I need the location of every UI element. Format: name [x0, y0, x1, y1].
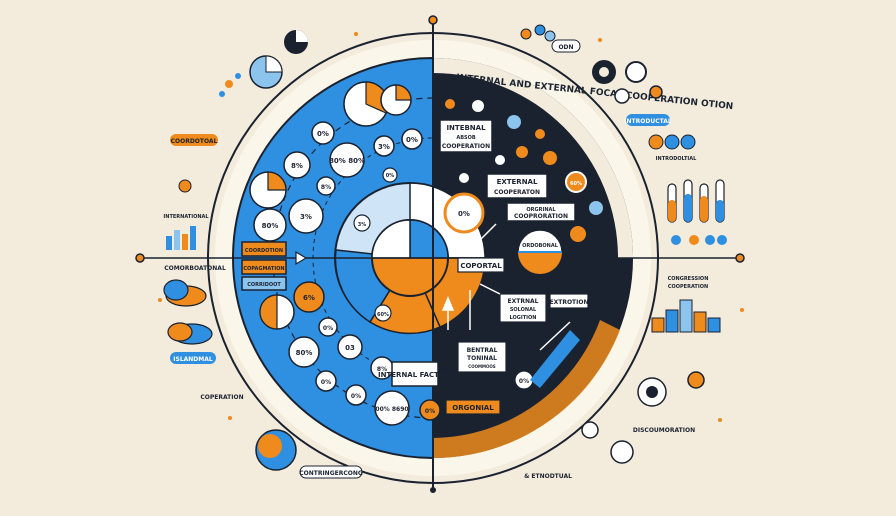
bubble-label: 80%: [262, 222, 279, 230]
right-arrows: [441, 223, 571, 351]
extrnal-line1: EXTRNAL: [508, 298, 539, 305]
left-boxes: COORDOTION COPAGMATION CORRIDOOT: [241, 241, 308, 291]
outer-right-mid: INTRODOLTIAL: [656, 156, 697, 162]
outer-left-lower: ISLANDMAL: [173, 356, 213, 363]
right-cream-band: [433, 58, 633, 258]
external-coop-line1: EXTERNAL: [497, 178, 538, 186]
right-orgrinal-coop: ORGRINAL COOPRORATION: [506, 202, 576, 222]
right-orange-dot: [565, 171, 587, 193]
outer-left-bottom: COPERATION: [200, 394, 243, 401]
right-orange-dot-label: 60%: [570, 181, 582, 187]
orgonial-box: [445, 399, 501, 415]
right-internal-coop: INTEBNAL ABSOB COOPERATION: [439, 119, 493, 153]
sparkles: [158, 32, 744, 422]
outer-left-footer: CONTRINGERCONG: [299, 470, 363, 477]
right-orange-band: [433, 320, 620, 459]
bentral-line2: TONINAL: [467, 355, 497, 362]
right-orange-circle: ORDOBONAL: [517, 229, 563, 275]
percent-badge: 0%: [458, 210, 470, 218]
bubble-label: 0%: [317, 130, 329, 138]
orgonial-label: ORGONIAL: [452, 404, 494, 412]
right-dots: [445, 99, 603, 242]
bubble-label: 0%: [323, 325, 333, 332]
bubble-label: 80% 80%: [329, 157, 365, 165]
extrnal-line3: LOGITION: [510, 315, 537, 321]
right-extrnal-solonal: EXTRNAL SOLONAL LOGITION: [499, 293, 547, 323]
external-coop-line2: COOPERATON: [494, 189, 540, 196]
bubble-label: 3%: [378, 143, 390, 151]
left-pie-charts: [249, 81, 412, 330]
outer-top-badge: ODN: [558, 44, 573, 51]
right-small-label: 0%: [519, 378, 529, 385]
box-label: COORDOTION: [245, 248, 283, 254]
internal-coop-line1: INTEBNAL: [446, 124, 486, 132]
bubble-label: 6%: [303, 294, 315, 302]
axis-right-dot: [735, 253, 745, 263]
internal-factors-label: INTERNAL FACTIRS: [378, 371, 452, 379]
extrotion-label: EXTROTION: [550, 299, 589, 306]
bubble-label: 0%: [321, 379, 331, 386]
coporital-label: COPORTAL: [460, 262, 502, 270]
bubble-label: 60%: [377, 312, 389, 318]
bubble-label: 0%: [425, 408, 435, 415]
left-bubbles: 0% 80% 80% 3% 0% 8% 8% 80% 3% 6% 0% 80% …: [253, 121, 441, 426]
orgrinal-coop-line2: COOPRORATION: [514, 213, 568, 220]
bubble-label: 8%: [321, 184, 331, 191]
divider-top-dot: [428, 15, 438, 25]
bubble-label: 00% 8690: [375, 406, 408, 413]
bentral-line3: COOMMOOS: [468, 364, 495, 369]
right-bentral-toninal: BENTRAL TONINAL COOMMOOS: [457, 341, 507, 373]
circle-label: ORDOBONAL: [522, 243, 559, 249]
bubble-label: 80%: [296, 349, 313, 357]
bentral-line1: BENTRAL: [467, 347, 498, 354]
bubble-label: 3%: [300, 213, 312, 221]
bubble-label: 0%: [406, 136, 418, 144]
divider-bottom-dot: [430, 487, 436, 493]
internal-factors-box: [391, 361, 439, 387]
extrnal-line2: SOLONAL: [510, 307, 537, 313]
right-coporital: COPORTAL: [457, 257, 505, 273]
outer-right-bottom: DISCOUMORATION: [633, 427, 695, 434]
outer-right-lower-2: COOPERATION: [668, 284, 708, 290]
outer-left-mid: COMORBOATONAL: [164, 265, 226, 272]
outer-left-side: INTERNATIONAL: [163, 214, 209, 220]
bubble-label: 0%: [386, 173, 395, 179]
right-blue-stripe: [530, 330, 580, 388]
bubble-label: 03: [345, 344, 355, 352]
right-extrotion: EXTROTION: [549, 293, 589, 309]
bubble-label: 3%: [358, 222, 367, 228]
bubble-label: 0%: [351, 393, 361, 400]
left-outer-decor: COORDOTOAL COMORBOATONAL ISLANDMAL COPER…: [163, 30, 363, 479]
internal-coop-line2: ABSOB: [456, 135, 476, 141]
outer-right-top: INTRODUCTAL: [624, 118, 672, 125]
internal-coop-line3: COOPERATION: [442, 143, 490, 150]
outer-right-lower-1: CONGRESSION: [668, 276, 709, 282]
outer-left-top: COORDOTOAL: [171, 138, 218, 145]
bubble-label: 8%: [291, 162, 303, 170]
right-outer-decor: INTRODUCTAL INTRODOLTIAL CONGRESSION COO…: [520, 24, 727, 480]
bubble-label: 8%: [377, 366, 387, 373]
orgrinal-coop-line1: ORGRINAL: [526, 207, 556, 213]
right-percent-circle: 0%: [443, 192, 485, 234]
outer-right-footer: & ETNODTUAL: [524, 473, 572, 480]
box-label: CORRIDOOT: [247, 282, 281, 288]
axis-left-dot: [135, 253, 145, 263]
right-external-coop: EXTERNAL COOPERATON: [486, 173, 548, 199]
box-label: COPAGMATION: [243, 266, 284, 272]
